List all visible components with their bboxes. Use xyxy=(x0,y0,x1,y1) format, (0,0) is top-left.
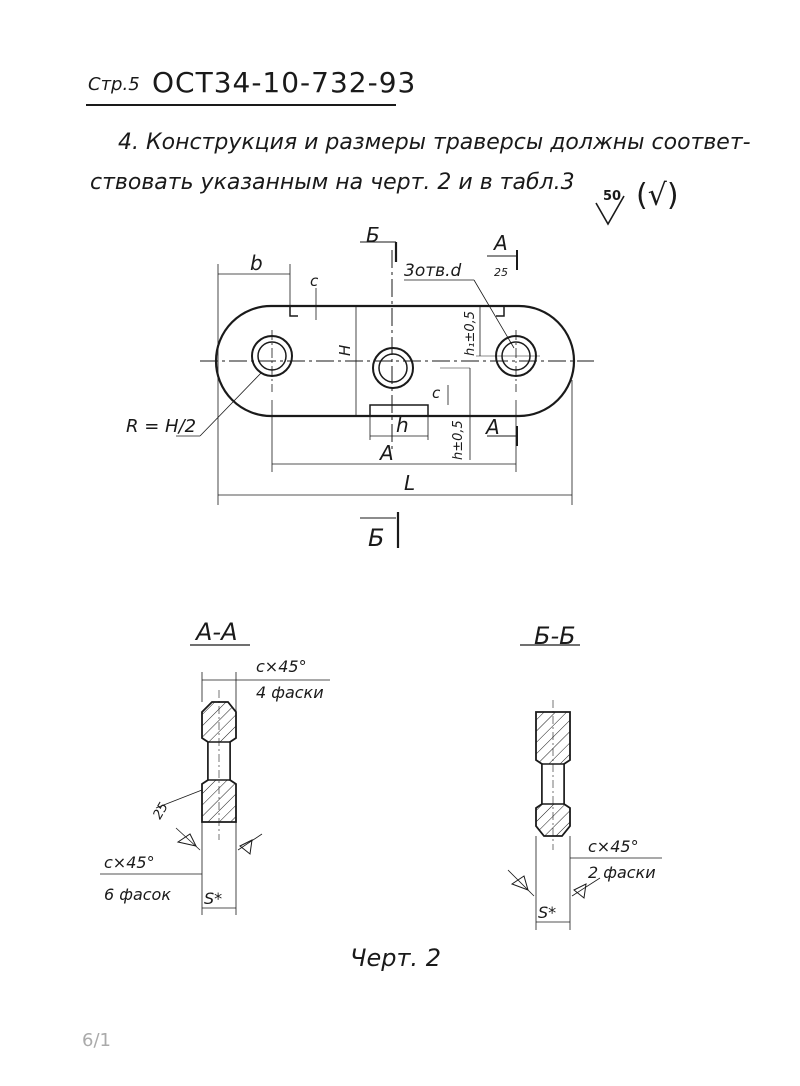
section-aa-labels: А-А c×45° 4 фаски 25 c×45° 6 фасок S* xyxy=(104,618,324,908)
holes-label: 3отв.d xyxy=(404,261,462,281)
section-b-bottom-label: Б xyxy=(368,524,384,552)
figure-caption: Черт. 2 xyxy=(350,944,441,972)
h-tol-label: h±0,5 xyxy=(451,420,466,460)
hole-left xyxy=(251,335,293,377)
section-b-label: Б xyxy=(366,223,380,247)
bottom-slot xyxy=(369,404,429,416)
aa-chamfer-bottom-count: 6 фасок xyxy=(104,885,171,904)
dim-h-label: h xyxy=(396,413,409,437)
plan-view xyxy=(176,241,594,548)
section-a-bottom-label: А xyxy=(484,415,500,439)
aa-thickness-label: S* xyxy=(204,889,222,908)
section-bb xyxy=(507,644,662,930)
aa-chamfer-top: c×45° xyxy=(256,657,307,676)
section-bb-title: Б-Б xyxy=(534,622,576,650)
plan-view-labels: Б А b c 3отв.d 25 h₁±0,5 H c R = H/2 h h… xyxy=(126,223,508,552)
aa-chamfer-top-count: 4 фаски xyxy=(256,683,324,702)
roughness-tick-icon xyxy=(595,195,625,226)
h1-label: h₁±0,5 xyxy=(463,311,478,356)
paragraph-line-2: ствовать указанным на черт. 2 и в табл.3 xyxy=(90,170,575,195)
section-aa-title: А-А xyxy=(194,618,238,646)
roughness-value: 50 xyxy=(603,189,622,204)
bb-thickness-label: S* xyxy=(538,903,556,922)
dim-c-top-label: c xyxy=(310,272,319,290)
page-label: Стр.5 xyxy=(88,74,140,95)
dim-H-label: H xyxy=(336,345,354,356)
dim-A-label: A xyxy=(378,441,394,465)
bb-chamfer-count: 2 фаски xyxy=(588,863,656,882)
dim-b-label: b xyxy=(250,251,263,275)
section-a-label: А xyxy=(492,231,508,255)
section-bb-labels: Б-Б c×45° 2 фаски S* xyxy=(534,622,656,922)
radius-label: R = H/2 xyxy=(126,416,196,437)
aa-chamfer-bottom: c×45° xyxy=(104,853,155,872)
bb-chamfer: c×45° xyxy=(588,837,639,856)
chamfer-25-label: 25 xyxy=(494,266,508,279)
roughness-symbol: (√) xyxy=(636,178,679,213)
aa-angle-label: 25 xyxy=(150,800,171,822)
paragraph-line-1: 4. Конструкция и размеры траверсы должны… xyxy=(118,130,751,155)
hole-center xyxy=(372,347,414,389)
section-aa xyxy=(100,644,330,915)
page-folio: 6/1 xyxy=(82,1030,111,1051)
dim-L-label: L xyxy=(404,471,415,495)
title-underline xyxy=(86,104,396,106)
document-code: ОСТ34-10-732-93 xyxy=(152,66,417,99)
dim-c-mid-label: c xyxy=(432,384,441,402)
